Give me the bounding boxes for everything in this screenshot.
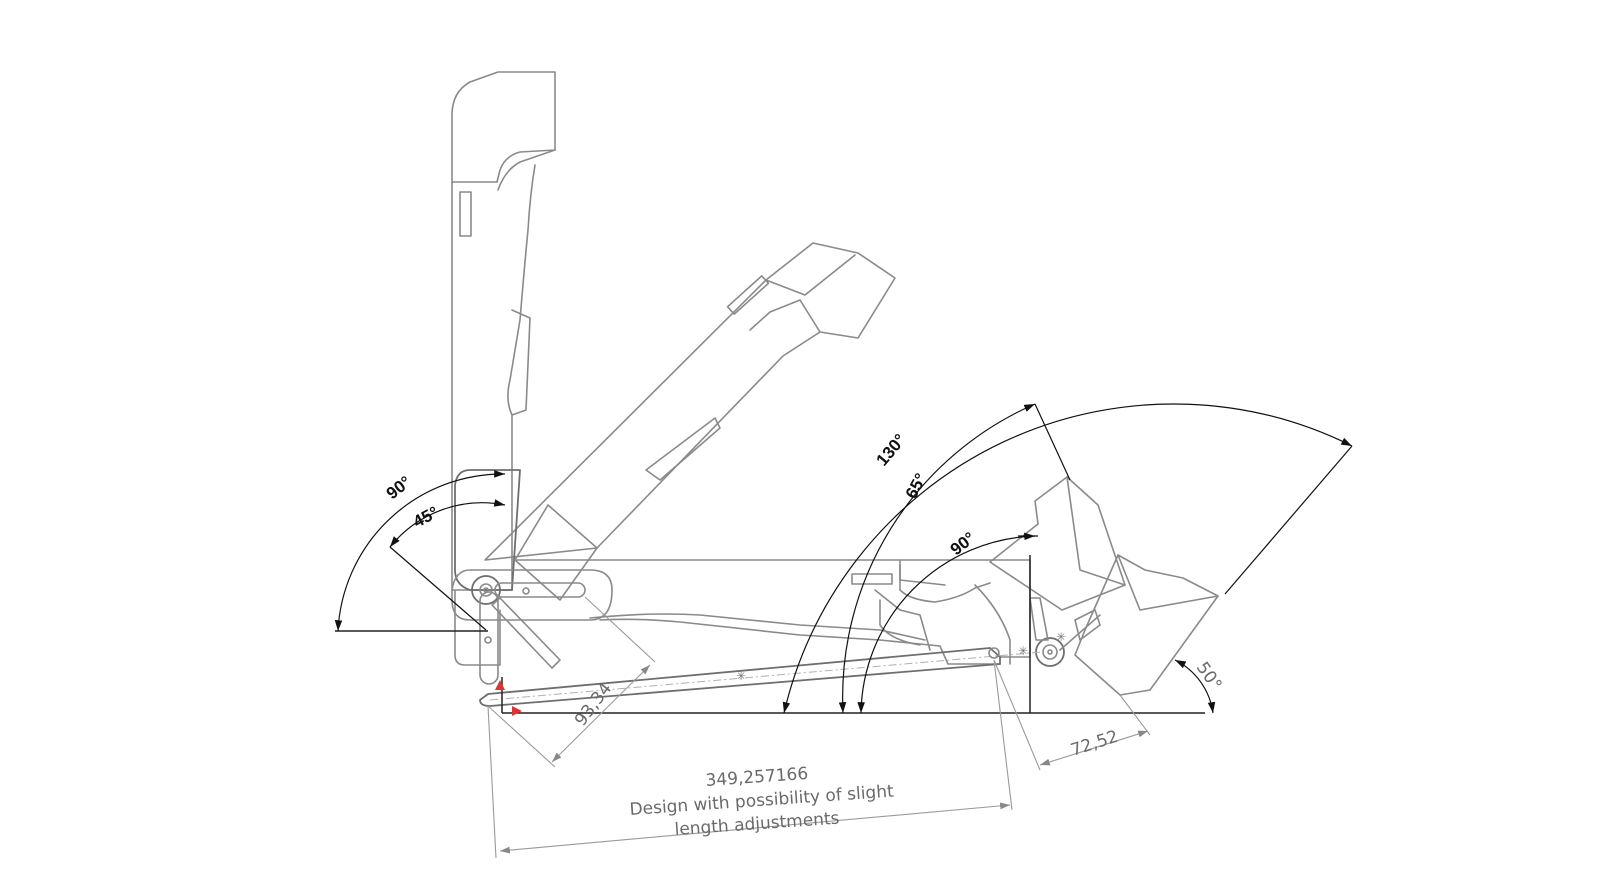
main-link: ✳ ✳ ✳	[479, 630, 1066, 707]
angle-label-65: 65°	[902, 470, 931, 502]
angle-label-90-left: 90°	[383, 472, 415, 503]
angle-label-45-left: 45°	[410, 503, 442, 532]
angle-label-130: 130°	[873, 430, 910, 469]
seat-slot	[851, 573, 893, 585]
seat-body	[511, 559, 1031, 665]
reference-lines	[335, 555, 1205, 716]
angle-label-50: 50°	[1192, 658, 1226, 694]
hinge-housing-left	[451, 469, 613, 685]
backrest-inclined	[484, 242, 896, 601]
svg-text:✳: ✳	[1018, 644, 1028, 658]
backrest-upright	[451, 71, 556, 591]
dimension-349: 349,257166	[705, 764, 809, 791]
svg-text:✳: ✳	[1056, 630, 1066, 644]
svg-text:✳: ✳	[736, 669, 746, 683]
angle-label-90-right: 90°	[947, 528, 979, 559]
dimension-72-52: 72,52	[1068, 727, 1120, 761]
handle-slot	[459, 191, 472, 237]
legrest-assembly	[989, 476, 1219, 696]
handle-slot-inclined	[726, 275, 770, 315]
